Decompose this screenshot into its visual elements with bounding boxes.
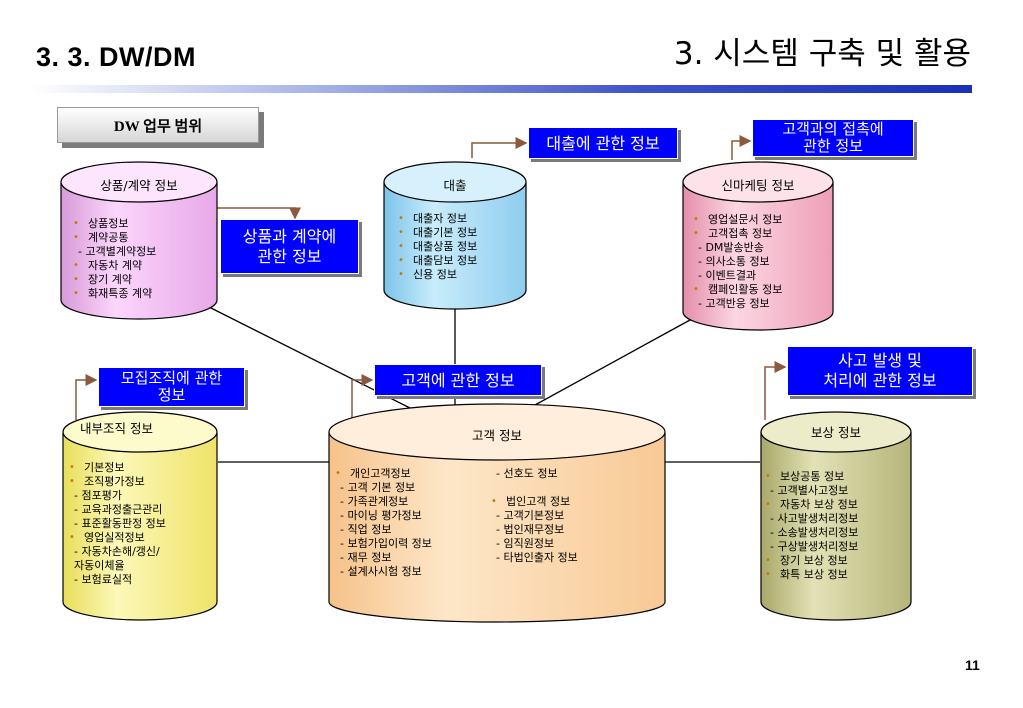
db-items: 영업설문서 정보고객접촉 정보- DM발송반송- 의사소통 정보- 이벤트결과캠… (692, 213, 782, 311)
bullet-item: 장기 계약 (72, 273, 156, 287)
db-items-individual: 개인고객정보- 고객 기본 정보- 가족관계정보- 마이닝 평가정보- 직업 정… (334, 467, 432, 579)
link-marketing-customer (534, 319, 691, 406)
bullet-item: 신용 정보 (397, 268, 477, 282)
db-compensation: 보상 정보 보상공통 정보- 고객별사고정보자동차 보상 정보- 사고발생처리정… (760, 410, 912, 622)
sub-item: - 이벤트결과 (698, 269, 757, 282)
db-items: 상품정보계약공통- 고객별계약정보자동차 계약장기 계약화재특종 계약 (72, 217, 156, 301)
db-new-marketing: 신마케팅 정보 영업설문서 정보고객접촉 정보- DM발송반송- 의사소통 정보… (682, 160, 834, 332)
sub-item: 자동이체율 (74, 559, 125, 572)
section-title: 3. 3. DW/DM (36, 42, 197, 72)
db-internal-org: 내부조직 정보 기본정보조직평가정보- 점포평가- 교육과정출근관리- 표준활동… (62, 410, 218, 622)
header-rule (30, 85, 972, 93)
bullet-item: 화재특종 계약 (72, 287, 156, 301)
sub-item: - 표준활동판정 정보 (74, 517, 166, 530)
db-product-contract: 상품/계약 정보 상품정보계약공통- 고객별계약정보자동차 계약장기 계약화재특… (60, 160, 218, 320)
sub-item: - 선호도 정보 (496, 467, 558, 480)
db-title: 상품/계약 정보 (100, 178, 178, 193)
sub-item: - 의사소통 정보 (698, 255, 770, 268)
callout-product-contract: 상품과 계약에 관한 정보 (220, 219, 359, 274)
db-customer: 고객 정보 개인고객정보- 고객 기본 정보- 가족관계정보- 마이닝 평가정보… (328, 402, 666, 624)
bullet-item: 영업설문서 정보 (692, 213, 782, 227)
sub-item: - DM발송반송 (698, 241, 764, 254)
chapter-title: 3. 시스템 구축 및 활용 (673, 36, 971, 72)
sub-item: - 점포평가 (74, 489, 122, 502)
callout-customer: 고객에 관한 정보 (374, 364, 542, 396)
bullet-item: 보상공통 정보 (764, 470, 858, 484)
bullet-item: 대출담보 정보 (397, 254, 477, 268)
sub-item: - 구상발생처리정보 (770, 540, 859, 553)
db-items-corporate: - 선호도 정보법인고객 정보- 고객기본정보- 법인재무정보- 임직원정보- … (490, 467, 578, 565)
arrow-org (75, 374, 98, 420)
scope-label: DW 업무 범위 (57, 107, 259, 143)
sub-item: - 가족관계정보 (340, 495, 409, 508)
callout-recruit-org: 모집조직에 관한 정보 (98, 367, 245, 407)
bullet-item: 대출자 정보 (397, 212, 477, 226)
sub-item: - 마이닝 평가정보 (340, 509, 422, 522)
sub-item: - 보험료실적 (74, 573, 133, 586)
sub-item: - 교육과정출근관리 (74, 503, 163, 516)
sub-item: - 타법인출자 정보 (496, 551, 578, 564)
bullet-item: 고객접촉 정보 (692, 227, 782, 241)
arrow-accident (764, 361, 787, 420)
bullet-item: 계약공통 (72, 231, 156, 245)
page-number: 11 (965, 657, 980, 673)
bullet-item: 법인고객 정보 (490, 495, 578, 509)
sub-item: - 보험가입이력 정보 (340, 537, 432, 550)
bullet-item: 상품정보 (72, 217, 156, 231)
sub-item: - 고객기본정보 (496, 509, 565, 522)
bullet-item: 대출상품 정보 (397, 240, 477, 254)
sub-item: - 재무 정보 (340, 551, 392, 564)
db-title: 고객 정보 (472, 428, 522, 443)
sub-item: - 고객별사고정보 (770, 484, 849, 497)
arrow-customer (351, 374, 374, 418)
callout-customer-contact: 고객과의 접촉에 관한 정보 (752, 119, 914, 157)
bullet-item: 자동차 계약 (72, 259, 156, 273)
db-title: 보상 정보 (811, 425, 861, 440)
sub-item: - 자동차손해/갱신/ (74, 545, 160, 558)
db-title: 내부조직 정보 (80, 421, 153, 436)
sub-item: - 임직원정보 (496, 537, 555, 550)
callout-loan: 대출에 관한 정보 (528, 127, 678, 159)
db-items: 대출자 정보대출기본 정보대출상품 정보대출담보 정보신용 정보 (397, 212, 477, 282)
bullet-item: 개인고객정보 (334, 467, 432, 481)
sub-item: - 설계사시험 정보 (340, 565, 422, 578)
sub-item: - 소송발생처리정보 (770, 526, 859, 539)
callout-accident: 사고 발생 및 처리에 관한 정보 (787, 346, 973, 396)
arrow-loan (471, 137, 528, 158)
sub-item: - 법인재무정보 (496, 523, 565, 536)
bullet-item: 기본정보 (68, 461, 166, 475)
arrow-marketing (731, 135, 752, 160)
db-title: 신마케팅 정보 (721, 178, 795, 193)
db-items: 보상공통 정보- 고객별사고정보자동차 보상 정보- 사고발생처리정보- 소송발… (764, 470, 858, 582)
sub-item: - 사고발생처리정보 (770, 512, 859, 525)
bullet-item: 캠페인활동 정보 (692, 283, 782, 297)
bullet-item: 영업실적정보 (68, 531, 166, 545)
db-title: 대출 (443, 178, 467, 193)
db-loan: 대출 대출자 정보대출기본 정보대출상품 정보대출담보 정보신용 정보 (383, 160, 527, 310)
bullet-item: 조직평가정보 (68, 475, 166, 489)
bullet-item: 대출기본 정보 (397, 226, 477, 240)
arrow-product (215, 207, 301, 220)
sub-item: - 고객 기본 정보 (340, 481, 416, 494)
db-items: 기본정보조직평가정보- 점포평가- 교육과정출근관리- 표준활동판정 정보영업실… (68, 461, 166, 587)
sub-item: - 직업 정보 (340, 523, 392, 536)
bullet-item: 자동차 보상 정보 (764, 498, 858, 512)
bullet-item: 화특 보상 정보 (764, 568, 858, 582)
bullet-item: 장기 보상 정보 (764, 554, 858, 568)
sub-item: - 고객별계약정보 (78, 245, 157, 258)
spacer (490, 481, 578, 495)
sub-item: - 고객반응 정보 (698, 297, 770, 310)
